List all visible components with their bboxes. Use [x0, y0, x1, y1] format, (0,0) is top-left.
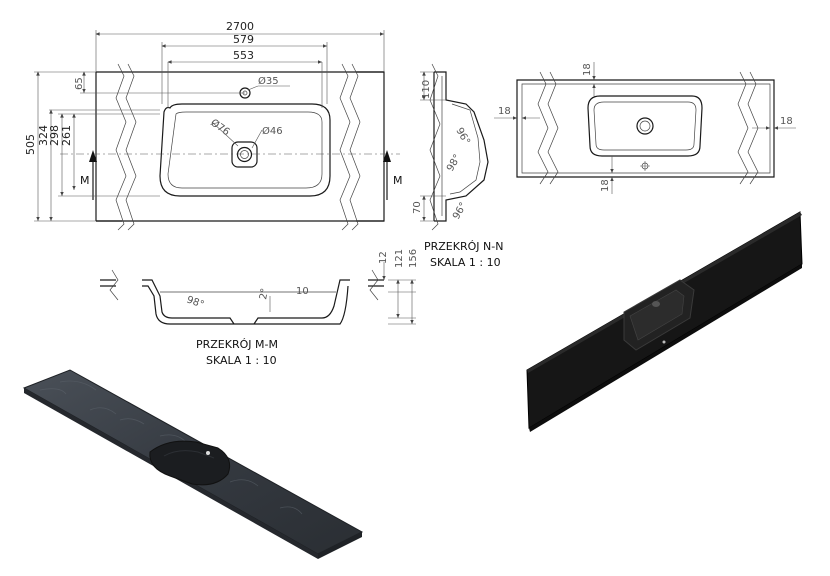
dim-mm-angle: 98°: [185, 294, 205, 310]
dim-mm-12: 12: [378, 251, 389, 264]
dim-right-left: 18: [498, 106, 511, 117]
dim-overall-width: 2700: [226, 20, 254, 33]
dim-depth-b: 298: [48, 125, 61, 146]
section-mark-left: M: [80, 174, 90, 187]
dim-depth-total: 505: [24, 134, 37, 155]
dim-depth-c: 261: [60, 125, 73, 146]
render-countertop-stone: [22, 369, 364, 559]
break-line-left: [115, 63, 127, 231]
dim-side-bottom: 70: [412, 201, 423, 214]
render-basin-stone: [149, 440, 231, 486]
right-view: 18 18 18 18: [494, 62, 796, 194]
section-nn-title: PRZEKRÓJ N-N: [424, 240, 503, 253]
dim-right-right: 18: [780, 116, 793, 127]
dim-right-top: 18: [582, 63, 593, 76]
dim-mm-156: 156: [408, 249, 419, 268]
dim-hole-dia: Ø35: [258, 75, 279, 87]
section-mark-right: M: [393, 174, 403, 187]
dim-mm-slope: 2°: [258, 287, 271, 300]
dim-side-angle-b: 98°: [445, 153, 463, 174]
dim-mm-121: 121: [394, 249, 405, 268]
dim-right-bottom: 18: [600, 179, 611, 192]
section-mm-title: PRZEKRÓJ M-M: [196, 338, 278, 351]
break-line-right: [339, 63, 351, 231]
dim-depth-a: 324: [37, 125, 50, 146]
dim-bowl-width: 553: [233, 49, 254, 62]
bowl-outline: [159, 103, 331, 197]
section-mm-profile: [142, 279, 350, 325]
right-countertop-outline: [516, 79, 775, 178]
dim-drain-inner: Ø46: [262, 125, 283, 137]
side-view: 110 70 96° 98° 96° PRZEKRÓJ N-N SKALA 1 …: [412, 63, 503, 269]
dim-side-top: 110: [421, 80, 432, 99]
dim-inner-width: 579: [233, 33, 254, 46]
dim-mm-10: 10: [296, 286, 309, 297]
dim-side-angle-a: 96°: [453, 126, 471, 147]
section-nn-scale: SKALA 1 : 10: [430, 256, 501, 269]
countertop-outline: [95, 71, 385, 222]
section-mm-scale: SKALA 1 : 10: [206, 354, 277, 367]
dim-offset-top: 65: [74, 77, 85, 90]
drain-outer: [231, 141, 258, 168]
dim-drain-outer: Ø76: [208, 117, 232, 139]
right-drain: [636, 117, 654, 135]
render-countertop-black: [526, 211, 803, 432]
dim-side-angle-c: 96°: [451, 201, 469, 222]
section-mm: 12 121 156 98° 2° 10 PRZEKRÓJ M-M SKALA …: [100, 249, 419, 367]
right-bowl-outline: [587, 95, 703, 157]
drain-inner: [236, 146, 253, 163]
top-view: M M 2700 579 553 Ø35 Ø76 Ø46 505 324 298: [24, 20, 403, 231]
